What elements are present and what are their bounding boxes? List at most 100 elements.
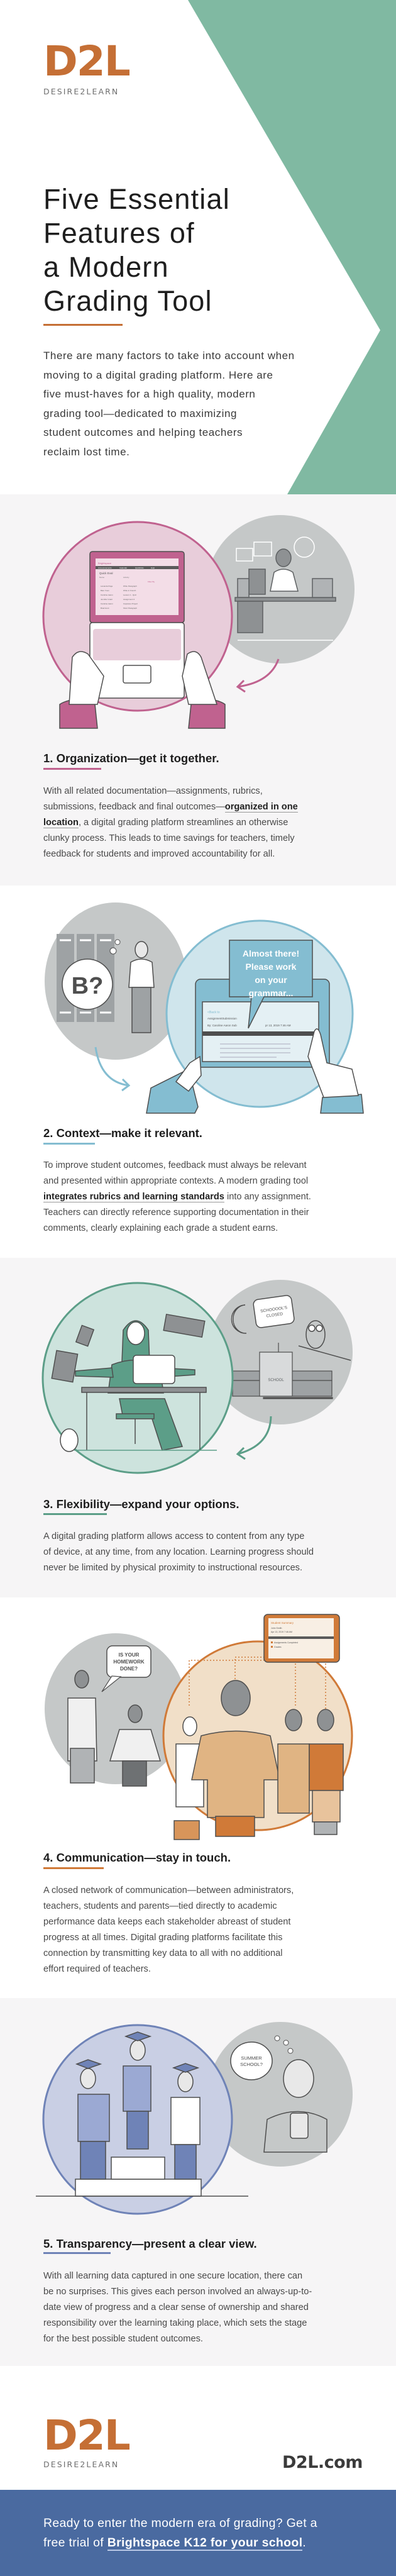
section-2-heading: 2. Context—make it relevant. xyxy=(43,1126,202,1140)
svg-text:Student Summary: Student Summary xyxy=(271,1621,294,1624)
footer-d2l-logo-subtitle: DESIRE2LEARN xyxy=(43,2460,119,2469)
cta-line: Ready to enter the modern era of grading… xyxy=(43,2516,317,2530)
paragraph-text: With all learning data captured in one s… xyxy=(43,2271,303,2281)
paragraph-text: A digital grading platform allows access… xyxy=(43,1531,305,1541)
section-4-underline xyxy=(43,1867,104,1869)
intro-line: moving to a digital grading platform. He… xyxy=(43,369,273,381)
svg-text:John Smith: John Smith xyxy=(271,1627,282,1629)
arrow-icon xyxy=(237,658,280,688)
graduates-on-podium xyxy=(75,2031,202,2197)
section-5-paragraph: With all learning data captured in one s… xyxy=(43,2268,358,2347)
section-3-heading: 3. Flexibility—expand your options. xyxy=(43,1497,239,1511)
title-line: Grading Tool xyxy=(43,285,212,317)
svg-text:Apr 13, 2019 7:46 AM: Apr 13, 2019 7:46 AM xyxy=(271,1631,292,1633)
title-underline xyxy=(43,324,123,326)
paragraph-text: comments, clearly explaining each grade … xyxy=(43,1223,278,1233)
section-5-underline xyxy=(43,2252,111,2254)
svg-text:Lavanda Page: Lavanda Page xyxy=(101,585,113,587)
feedback-speech-bubble: Almost there! Please work on your gramma… xyxy=(229,940,313,1029)
context-illustration: B? <Back to AssignmentSubmission By: Car… xyxy=(45,902,364,1114)
svg-text:CLOSED: CLOSED xyxy=(266,1312,283,1319)
svg-text:Filter By: Filter By xyxy=(148,580,155,583)
communication-illustration: IS YOUR HOMEWORK DONE? xyxy=(45,1614,353,1840)
section-1-underline xyxy=(43,768,101,770)
paragraph-text: With all related documentation—assignmen… xyxy=(43,786,263,796)
paragraph-line: comments, clearly explaining each grade … xyxy=(43,1221,358,1236)
paragraph-text: feedback for students and improved accou… xyxy=(43,849,275,859)
svg-text:Brad Hunt: Brad Hunt xyxy=(101,607,109,609)
paragraph-text: teachers, students and parents—tied dire… xyxy=(43,1901,277,1911)
paragraph-line: responsibility over the learning taking … xyxy=(43,2316,358,2331)
owl-icon xyxy=(298,1320,351,1361)
svg-text:Caroline Aaron: Caroline Aaron xyxy=(101,602,113,605)
school-closed-bubble: SCHOOOOL'S CLOSED xyxy=(253,1295,295,1328)
svg-text:Please work: Please work xyxy=(246,962,297,972)
svg-text:Capstone Project: Capstone Project xyxy=(123,602,138,605)
paragraph-text: responsibility over the learning taking … xyxy=(43,2318,307,2328)
tablet: <Back to AssignmentSubmission By: Caroli… xyxy=(146,979,364,1114)
website-link[interactable]: D2L.com xyxy=(282,2453,363,2472)
paragraph-text: effort required of teachers. xyxy=(43,1964,151,1974)
paragraph-text: date view of progress and a clear sense … xyxy=(43,2302,309,2312)
paragraph-line: performance data keeps each stakeholder … xyxy=(43,1914,358,1930)
title-line: a Modern xyxy=(43,251,169,283)
intro-paragraph: There are many factors to take into acco… xyxy=(43,347,358,462)
paragraph-text: connection by transmitting key data to a… xyxy=(43,1948,283,1958)
paragraph-line: To improve student outcomes, feedback mu… xyxy=(43,1158,358,1174)
d2l-logo-subtitle: DESIRE2LEARN xyxy=(43,87,119,96)
school-building: SCHOOL xyxy=(232,1343,333,1399)
section-2-underline xyxy=(43,1143,95,1145)
svg-text:AssignmentSubmission: AssignmentSubmission xyxy=(207,1017,237,1020)
arrow-icon xyxy=(94,1046,129,1087)
d2l-logo: D2L xyxy=(43,43,129,80)
cta-text-part: . xyxy=(302,2536,306,2550)
svg-text:<Back to: <Back to xyxy=(207,1011,220,1014)
cta-text-part: free trial of xyxy=(43,2536,107,2550)
paragraph-text: Teachers can directly reference supporti… xyxy=(43,1208,309,1218)
paragraph-text: never be limited by physical proximity t… xyxy=(43,1563,303,1573)
flexibility-illustration: SCHOOOOL'S CLOSED SCHOOL xyxy=(41,1280,353,1474)
section-4-heading: 4. Communication—stay in touch. xyxy=(43,1851,231,1864)
svg-text:Jennifer Grant: Jennifer Grant xyxy=(101,598,113,601)
brightspace-trial-link[interactable]: Brightspace K12 for your school xyxy=(107,2536,303,2551)
svg-text:Write Paragraph: Write Paragraph xyxy=(123,585,137,587)
svg-text:SUMMER: SUMMER xyxy=(241,2055,262,2061)
paragraph-line: clunky process. This leads to time savin… xyxy=(43,831,358,847)
highlighted-text: organized in one xyxy=(224,802,298,813)
paragraph-line: feedback for students and improved accou… xyxy=(43,847,358,862)
paragraph-text: of device, at any time, from any locatio… xyxy=(43,1547,314,1557)
paragraph-line: of device, at any time, from any locatio… xyxy=(43,1545,358,1560)
intro-line: There are many factors to take into acco… xyxy=(43,350,295,362)
svg-text:Assignments Completed: Assignments Completed xyxy=(274,1641,298,1644)
paragraph-line: location, a digital grading platform str… xyxy=(43,815,358,831)
paragraph-line: integrates rubrics and learning standard… xyxy=(43,1189,358,1205)
paragraph-line: With all related documentation—assignmen… xyxy=(43,784,358,799)
paragraph-text: progress at all times. Digital grading p… xyxy=(43,1933,283,1943)
svg-text:Caroline Aaron: Caroline Aaron xyxy=(101,594,113,596)
intro-line: grading tool—dedicated to maximizing xyxy=(43,407,238,419)
summer-school-thought: SUMMER SCHOOL? xyxy=(230,2035,294,2080)
paragraph-text: into any assignment. xyxy=(224,1192,311,1202)
parent-and-student xyxy=(67,1670,162,1787)
section-4-paragraph: A closed network of communication—betwee… xyxy=(43,1883,358,1977)
paragraph-line: Teachers can directly reference supporti… xyxy=(43,1205,358,1221)
stakeholders xyxy=(173,1657,344,1840)
svg-text:Grades: Grades xyxy=(274,1646,282,1648)
section-3-underline xyxy=(43,1513,107,1515)
section-1-heading: 1. Organization—get it together. xyxy=(43,752,219,765)
paragraph-line: never be limited by physical proximity t… xyxy=(43,1560,358,1576)
section-2-paragraph: To improve student outcomes, feedback mu… xyxy=(43,1158,358,1236)
svg-text:Short Paragraph: Short Paragraph xyxy=(123,607,137,609)
clock-icon xyxy=(294,536,315,558)
svg-text:DONE?: DONE? xyxy=(120,1666,138,1672)
student xyxy=(128,941,155,1033)
svg-text:Almost there!: Almost there! xyxy=(243,948,299,958)
paragraph-line: teachers, students and parents—tied dire… xyxy=(43,1899,358,1914)
svg-text:Write in French: Write in French xyxy=(123,589,136,592)
teacher-at-desk xyxy=(234,536,336,641)
intro-chevron-shape xyxy=(188,0,396,494)
paragraph-text: for the best possible student outcomes. xyxy=(43,2334,203,2344)
paragraph-line: date view of progress and a clear sense … xyxy=(43,2300,358,2316)
highlighted-text: integrates rubrics and learning standard… xyxy=(43,1192,224,1202)
